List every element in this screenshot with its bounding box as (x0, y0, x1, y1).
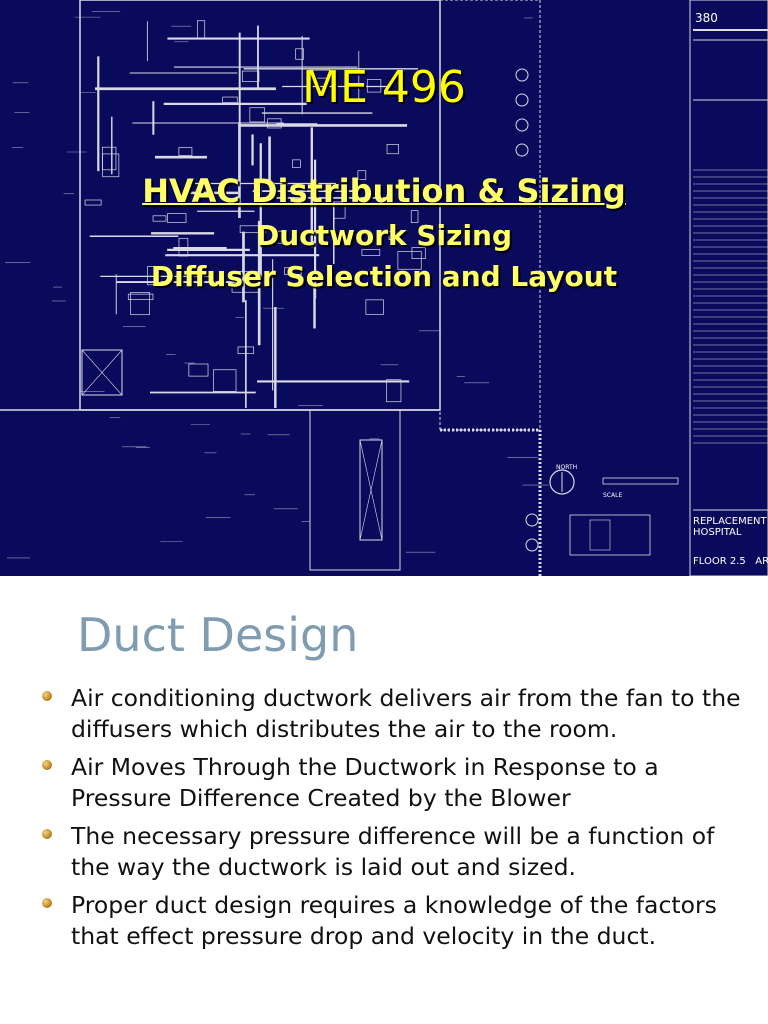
content-slide: Duct Design Air conditioning ductwork de… (0, 576, 768, 1024)
subtitle-line-3: Diffuser Selection and Layout (150, 260, 618, 293)
bullet-icon (42, 829, 52, 839)
bullet-text: Air Moves Through the Ductwork in Respon… (71, 753, 659, 812)
slide-heading: Duct Design (77, 608, 359, 662)
bullet-text: Proper duct design requires a knowledge … (71, 891, 717, 950)
title-block: ME 496 HVAC Distribution & Sizing Ductwo… (142, 62, 626, 293)
scale-label: SCALE (603, 492, 623, 499)
bullet-icon (42, 691, 52, 701)
list-item: Air conditioning ductwork delivers air f… (40, 683, 752, 745)
bullet-text: The necessary pressure difference will b… (71, 822, 715, 881)
bullet-text: Air conditioning ductwork delivers air f… (71, 684, 741, 743)
slide-subtitle: HVAC Distribution & Sizing (142, 172, 626, 210)
bullet-list: Air conditioning ductwork delivers air f… (40, 683, 752, 959)
bullet-icon (42, 760, 52, 770)
floor-label: FLOOR 2.5 AREA (693, 556, 768, 567)
list-item: The necessary pressure difference will b… (40, 821, 752, 883)
sheet-number: 380 (695, 11, 718, 25)
north-label: NORTH (556, 464, 578, 471)
course-title: ME 496 (302, 62, 466, 113)
list-item: Air Moves Through the Ductwork in Respon… (40, 752, 752, 814)
subtitle-line-2: Ductwork Sizing (255, 219, 513, 252)
project-name-line-1: REPLACEMENT (693, 516, 767, 527)
blueprint-drawing (0, 0, 768, 576)
title-slide: ME 496 HVAC Distribution & Sizing Ductwo… (0, 0, 768, 576)
list-item: Proper duct design requires a knowledge … (40, 890, 752, 952)
bullet-icon (42, 898, 52, 908)
project-name-line-2: HOSPITAL (693, 527, 742, 538)
